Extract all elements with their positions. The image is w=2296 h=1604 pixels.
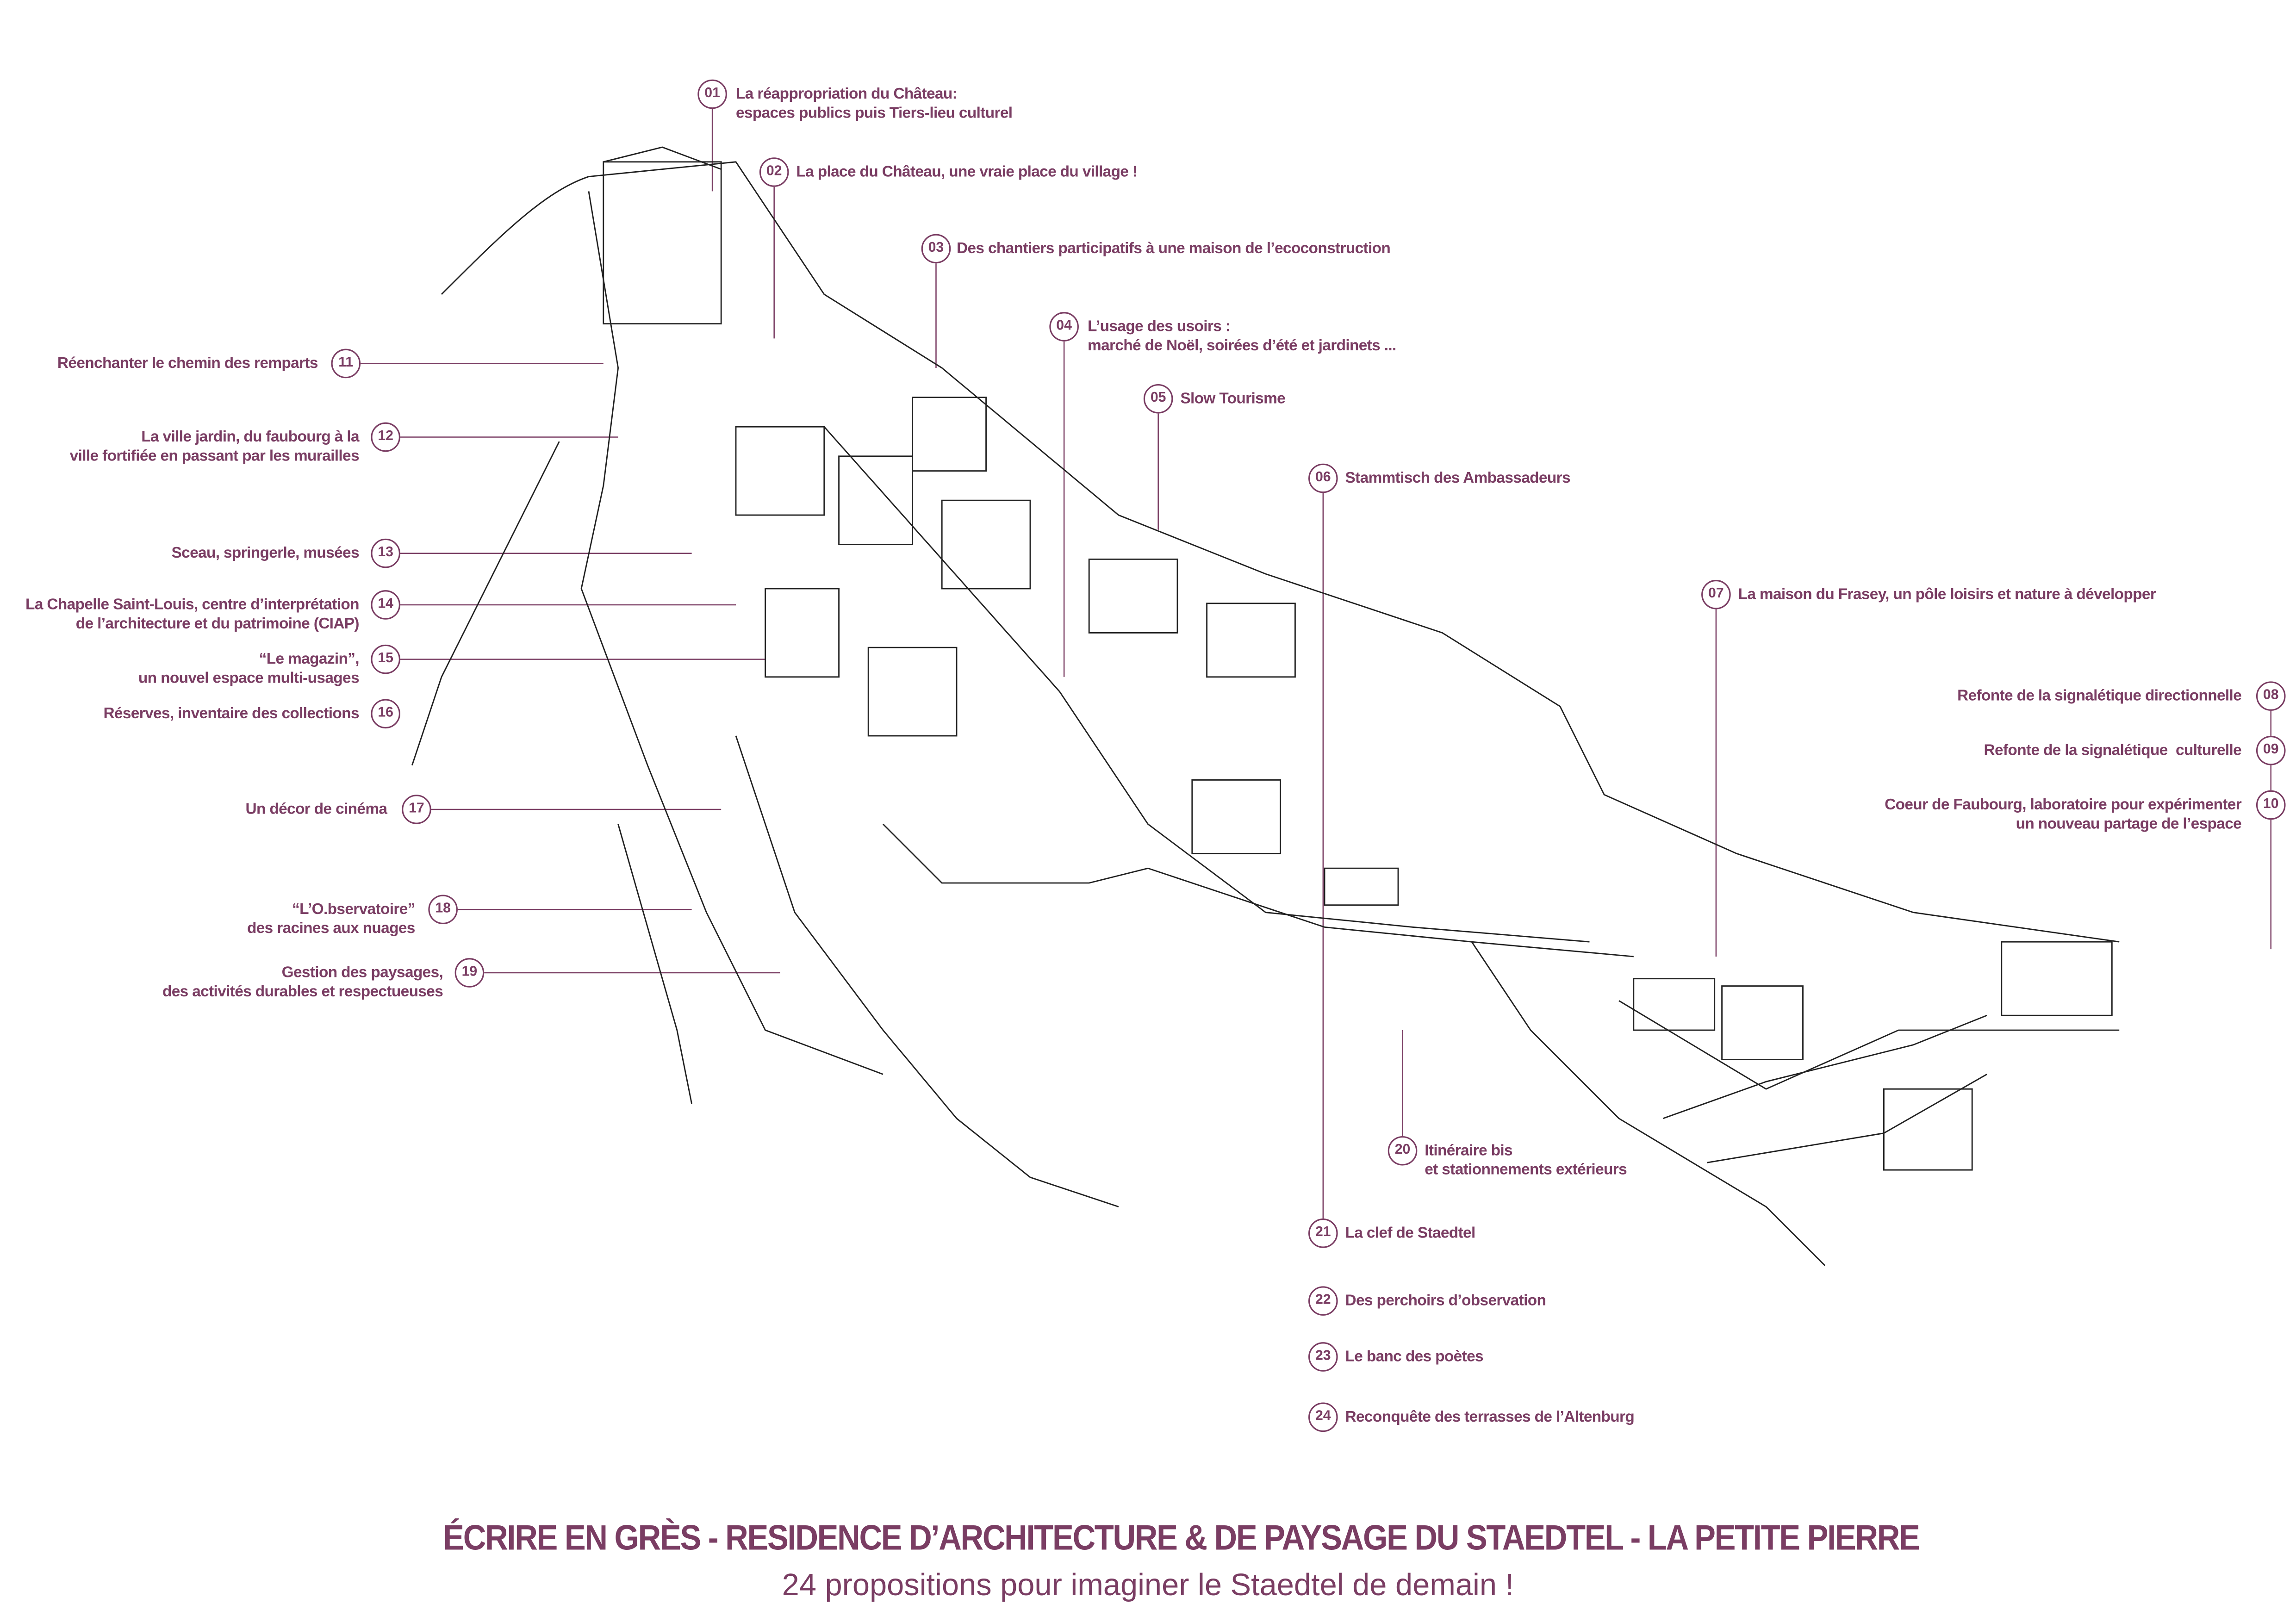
label-12: La ville jardin, du faubourg à la ville … [69, 428, 360, 465]
marker-16[interactable]: 16 [371, 699, 400, 729]
marker-17[interactable]: 17 [402, 795, 431, 824]
landscape-lines [411, 146, 2120, 1266]
marker-10[interactable]: 10 [2256, 790, 2286, 820]
label-01: La réappropriation du Château: espaces p… [736, 85, 1013, 122]
label-22: Des perchoirs d’observation [1345, 1292, 1546, 1310]
marker-08[interactable]: 08 [2256, 681, 2286, 711]
marker-12[interactable]: 12 [371, 422, 400, 452]
marker-24[interactable]: 24 [1308, 1402, 1338, 1432]
marker-23[interactable]: 23 [1308, 1342, 1338, 1372]
label-18: “L’O.bservatoire” des racines aux nuages [247, 901, 415, 938]
label-16: Réserves, inventaire des collections [103, 705, 359, 723]
marker-20[interactable]: 20 [1388, 1136, 1418, 1166]
marker-22[interactable]: 22 [1308, 1286, 1338, 1316]
label-15: “Le magazin”, un nouvel espace multi-usa… [138, 650, 360, 688]
marker-11[interactable]: 11 [331, 348, 361, 379]
marker-03[interactable]: 03 [921, 234, 951, 264]
marker-19[interactable]: 19 [454, 958, 485, 988]
label-02: La place du Château, une vraie place du … [796, 163, 1138, 181]
label-17: Un décor de cinéma [245, 800, 387, 819]
marker-18[interactable]: 18 [428, 895, 458, 925]
label-10: Coeur de Faubourg, laboratoire pour expé… [1885, 796, 2242, 833]
label-09: Refonte de la signalétique culturelle [1984, 741, 2242, 759]
marker-13[interactable]: 13 [371, 538, 400, 568]
label-11: Réenchanter le chemin des remparts [57, 354, 318, 373]
marker-09[interactable]: 09 [2256, 736, 2286, 765]
marker-02[interactable]: 02 [759, 157, 789, 187]
marker-07[interactable]: 07 [1701, 579, 1731, 609]
marker-14[interactable]: 14 [371, 590, 400, 620]
label-07: La maison du Frasey, un pôle loisirs et … [1738, 585, 2156, 603]
label-14: La Chapelle Saint-Louis, centre d’interp… [25, 596, 360, 633]
label-05: Slow Tourisme [1180, 390, 1286, 408]
leader-lines [361, 109, 2272, 1219]
marker-15[interactable]: 15 [371, 644, 400, 674]
label-19: Gestion des paysages, des activités dura… [162, 964, 443, 1001]
label-04: L’usage des usoirs : marché de Noël, soi… [1088, 317, 1396, 355]
label-24: Reconquête des terrasses de l’Altenburg [1345, 1408, 1635, 1426]
marker-21[interactable]: 21 [1308, 1219, 1338, 1248]
marker-04[interactable]: 04 [1049, 312, 1079, 342]
marker-06[interactable]: 06 [1308, 463, 1338, 493]
marker-01[interactable]: 01 [697, 79, 727, 109]
page-subtitle: 24 propositions pour imaginer le Staedte… [782, 1568, 1514, 1603]
label-13: Sceau, springerle, musées [171, 544, 360, 562]
label-20: Itinéraire bis et stationnements extérie… [1425, 1142, 1627, 1179]
label-21: La clef de Staedtel [1345, 1224, 1476, 1242]
label-06: Stammtisch des Ambassadeurs [1345, 469, 1571, 487]
label-03: Des chantiers participatifs à une maison… [957, 240, 1391, 258]
label-23: Le banc des poètes [1345, 1348, 1484, 1366]
label-08: Refonte de la signalétique directionnell… [1957, 687, 2242, 705]
page-title: ÉCRIRE EN GRÈS - RESIDENCE D’ARCHITECTUR… [443, 1518, 1920, 1559]
marker-05[interactable]: 05 [1143, 384, 1173, 414]
